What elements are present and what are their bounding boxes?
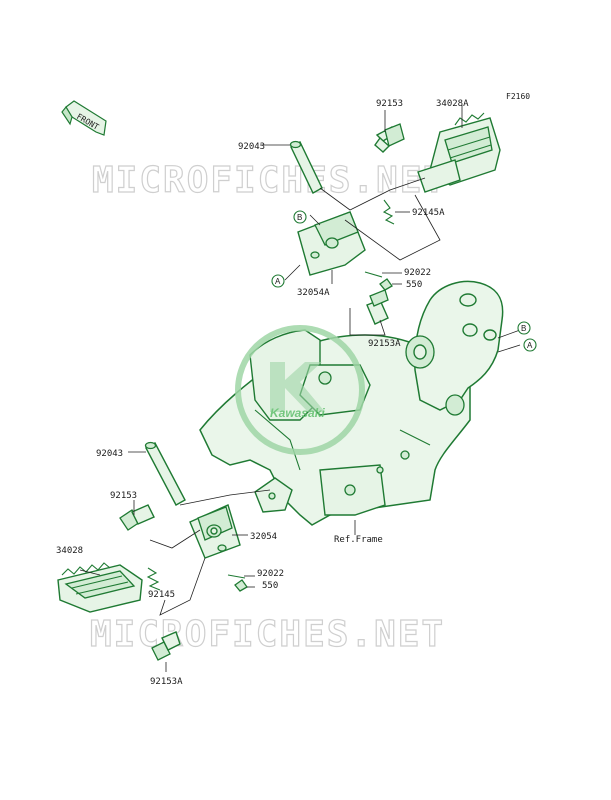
bolt-92153a-bottom bbox=[151, 631, 181, 661]
cotter-pin-92022-top bbox=[364, 271, 383, 278]
label-92043-top: 92043 bbox=[238, 142, 265, 152]
logo-text: Kawasaki bbox=[270, 406, 325, 420]
leader-lines bbox=[79, 105, 521, 672]
label-92153a-top: 92153A bbox=[368, 339, 401, 349]
callout-b-top: B bbox=[293, 210, 307, 224]
svg-text:B: B bbox=[521, 324, 526, 333]
label-34028a: 34028A bbox=[436, 99, 469, 109]
svg-text:A: A bbox=[527, 341, 533, 350]
callout-a-right: A bbox=[523, 338, 537, 352]
washer-550-top bbox=[379, 278, 393, 291]
label-92022-top: 92022 bbox=[404, 268, 431, 278]
washer-550-bottom bbox=[234, 579, 248, 592]
kawasaki-logo-icon: Kawasaki bbox=[235, 325, 365, 455]
watermark-bottom: MICROFICHES.NET bbox=[90, 614, 445, 655]
bolt-92153a-top bbox=[366, 289, 389, 325]
label-ref-frame: Ref.Frame bbox=[334, 535, 383, 545]
label-92145a: 92145A bbox=[412, 208, 445, 218]
label-92153-bottom: 92153 bbox=[110, 491, 137, 501]
label-32054: 32054 bbox=[250, 532, 277, 542]
pin-92043-top bbox=[289, 140, 323, 194]
callout-a-top: A bbox=[271, 274, 285, 288]
label-550-bottom: 550 bbox=[262, 581, 278, 591]
bracket-32054a bbox=[297, 211, 366, 276]
spring-92145 bbox=[146, 567, 161, 591]
frame bbox=[199, 280, 504, 526]
front-arrow-icon: FRONT bbox=[61, 100, 107, 136]
label-92153a-bottom: 92153A bbox=[150, 677, 183, 687]
bracket-32054 bbox=[189, 504, 241, 559]
svg-text:A: A bbox=[275, 277, 281, 286]
callout-b-right: B bbox=[517, 321, 531, 335]
diagram-code: F2160 bbox=[506, 92, 530, 101]
label-92153-top: 92153 bbox=[376, 99, 403, 109]
label-550-top: 550 bbox=[406, 280, 422, 290]
svg-text:B: B bbox=[297, 213, 302, 222]
label-92022-bottom: 92022 bbox=[257, 569, 284, 579]
label-92145: 92145 bbox=[148, 590, 175, 600]
spring-92145a bbox=[382, 199, 395, 225]
pin-92043-bottom bbox=[144, 441, 186, 506]
cotter-pin-92022-bottom bbox=[227, 574, 246, 579]
footpeg-34028 bbox=[57, 562, 143, 613]
bolt-92153-top bbox=[374, 123, 405, 153]
bolt-92153-bottom bbox=[119, 504, 155, 531]
watermark-top: MICROFICHES.NET bbox=[92, 160, 447, 201]
label-32054a: 32054A bbox=[297, 288, 330, 298]
label-92043-bottom: 92043 bbox=[96, 449, 123, 459]
label-34028: 34028 bbox=[56, 546, 83, 556]
footpeg-34028a bbox=[417, 112, 501, 193]
